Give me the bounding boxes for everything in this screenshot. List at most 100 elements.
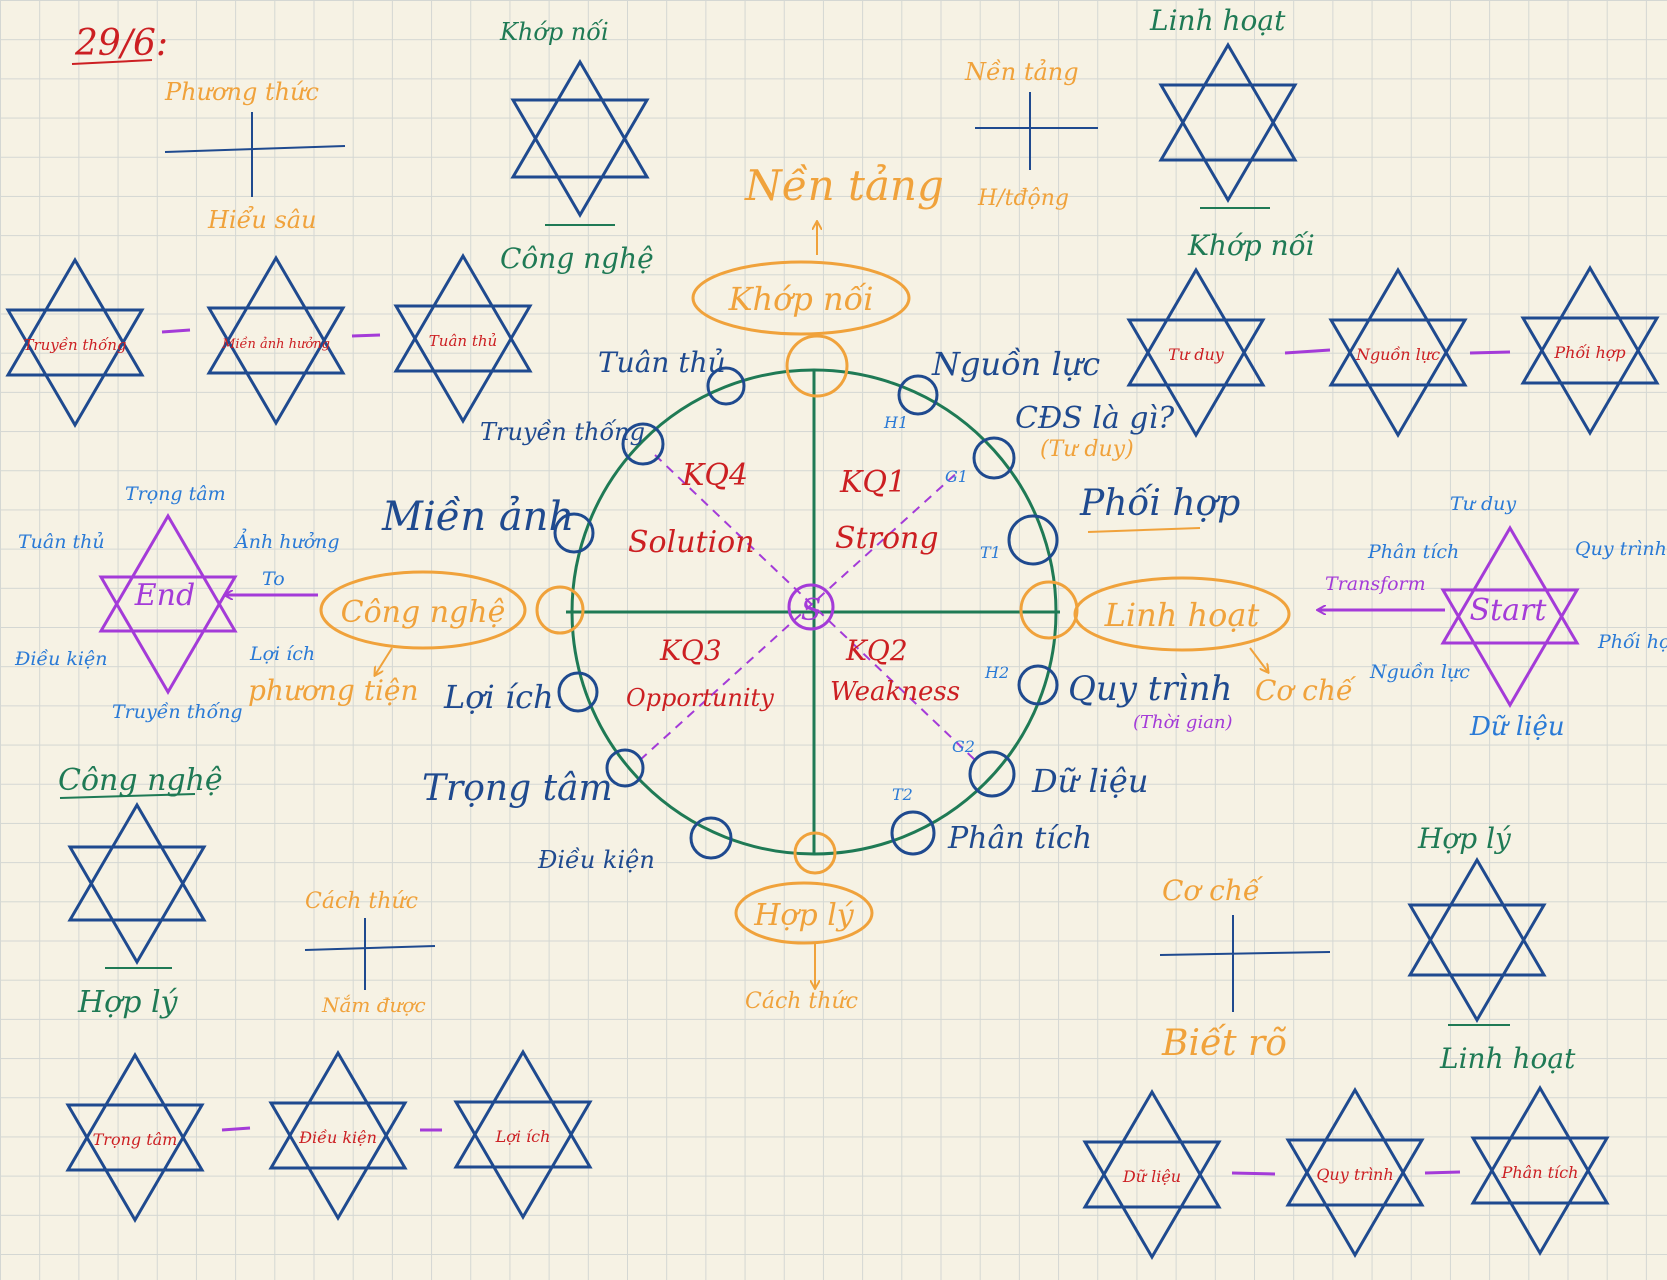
ring-node — [1007, 514, 1059, 566]
ring-label-truyen-thong: Truyền thống — [480, 418, 645, 446]
chain-label: Tư duy — [1168, 345, 1225, 364]
oval-top — [691, 260, 911, 336]
ring-node — [706, 366, 746, 406]
small-label-g2: G2 — [952, 737, 975, 756]
star-top-right-bottom: Khớp nối — [1187, 229, 1315, 262]
star-top-right: Linh hoạt Khớp nối — [1149, 4, 1315, 262]
cross-top-right: Nền tảng H/tđộng — [964, 58, 1098, 211]
start-star-top: Tư duy — [1450, 493, 1516, 515]
ring-label-quy-trinh: Quy trình — [1068, 669, 1232, 709]
star-bottom-left: Công nghệ Hợp lý — [58, 763, 223, 1020]
cross-top-left-top: Phương thức — [164, 78, 319, 106]
end-star-bottom-left: Điều kiện — [14, 648, 107, 670]
chain-star-quy-trinh: Quy trình — [1285, 1087, 1425, 1258]
chain-star-truyen-thong: Truyền thống — [5, 257, 145, 428]
star-bottom-right: Hợp lý Linh hoạt — [1407, 822, 1576, 1075]
chain-label: Lợi ích — [495, 1127, 551, 1146]
chain-label: Tuân thủ — [429, 332, 497, 350]
ring-label-phan-tich: Phân tích — [947, 821, 1092, 856]
ring-node — [621, 422, 665, 466]
ring-node-bottom — [793, 831, 837, 875]
ring-label-cds: CĐS là gì? — [1015, 401, 1175, 436]
q2-name: Weakness — [830, 677, 960, 707]
chain-star-mien-anh-huong: Miền ảnh hưởng — [206, 255, 346, 426]
star-top-center: Khớp nối Công nghệ — [499, 18, 654, 275]
chain-bottom-right: Dữ liệu Quy trình Phân tích — [1082, 1085, 1610, 1260]
ring-node — [553, 512, 595, 554]
chain-star-tuan-thu: Tuân thủ — [393, 253, 533, 424]
q1-name: Strong — [835, 521, 939, 556]
start-star-bottom: Dữ liệu — [1469, 712, 1565, 742]
ring-label-du-lieu: Dữ liệu — [1031, 762, 1148, 800]
q4-code: KQ4 — [681, 458, 748, 493]
q2-code: KQ2 — [845, 634, 908, 667]
ring-label-tu-duy: (Tư duy) — [1040, 437, 1134, 462]
ring-node-top — [785, 334, 849, 398]
star-bottom-left-bottom: Hợp lý — [77, 985, 179, 1020]
end-star-right-sub: To — [262, 568, 285, 590]
star-top-center-top: Khớp nối — [499, 18, 609, 46]
start-star-top-right: Quy trình — [1575, 538, 1667, 560]
start-star-bottom-right: Phối hợp — [1597, 631, 1667, 653]
small-label-h1: H1 — [883, 413, 908, 432]
cross-bottom-center-top: Cách thức — [305, 889, 418, 914]
start-star: Start Tư duy Phân tích Transform Quy trì… — [1318, 493, 1667, 742]
cross-bottom-right-top: Cơ chế — [1162, 874, 1264, 907]
star-bottom-right-bottom: Linh hoạt — [1439, 1042, 1576, 1075]
ring-node — [557, 671, 599, 713]
ring-node — [1017, 664, 1059, 706]
oval-left-label: Công nghệ — [341, 595, 506, 630]
chain-label: Dữ liệu — [1122, 1167, 1181, 1186]
chain-star-loi-ich: Lợi ích — [453, 1049, 593, 1220]
center-s: S — [801, 593, 822, 628]
cross-bottom-center-bottom: Nắm được — [321, 993, 426, 1017]
cross-top-right-top: Nền tảng — [964, 58, 1079, 86]
ring-node — [890, 810, 936, 856]
oval-right — [1073, 576, 1291, 652]
chain-label: Phối hợp — [1553, 343, 1625, 362]
oval-right-label: Linh hoạt — [1104, 596, 1260, 634]
chain-star-du-lieu: Dữ liệu — [1082, 1089, 1222, 1260]
ring-label-nguon-luc: Nguồn lực — [931, 345, 1100, 383]
chain-top-right: Tư duy Nguồn lực Phối hợp — [1126, 265, 1660, 438]
chain-label: Quy trình — [1316, 1165, 1393, 1184]
date-text: 29/6: — [74, 23, 168, 64]
diagonal-2 — [654, 454, 976, 761]
q3-name: Opportunity — [626, 684, 774, 712]
center-s-circle — [787, 583, 835, 631]
ring-node — [968, 750, 1016, 798]
chain-bottom-left: Trọng tâm Điều kiện Lợi ích — [65, 1049, 593, 1223]
chain-label: Nguồn lực — [1355, 345, 1440, 364]
cross-top-right-bottom: H/tđộng — [977, 186, 1069, 211]
cross-top-left-bottom: Hiểu sâu — [207, 205, 317, 234]
chain-star-phan-tich: Phân tích — [1470, 1085, 1610, 1256]
oval-top-above: Nền tảng — [744, 161, 944, 210]
star-top-right-top: Linh hoạt — [1149, 4, 1286, 37]
oval-left-below: phương tiện — [248, 674, 419, 707]
ring-node — [605, 748, 645, 788]
start-star-left-arrow: Transform — [1325, 573, 1426, 595]
ring-label-trong-tam: Trọng tâm — [422, 768, 613, 809]
ring-label-loi-ich: Lợi ích — [443, 678, 554, 716]
ring-label-phoi-hop: Phối hợp — [1079, 483, 1240, 524]
star-bottom-left-top: Công nghệ — [58, 763, 223, 798]
chain-label: Miền ảnh hưởng — [221, 336, 330, 352]
chain-star-trong-tam: Trọng tâm — [65, 1052, 205, 1223]
end-star-top-left: Tuân thủ — [18, 531, 105, 553]
oval-right-below: Cơ chế — [1255, 674, 1357, 707]
chain-star-phoi-hop: Phối hợp — [1520, 265, 1660, 436]
ring-node — [689, 816, 733, 860]
star-bottom-right-top: Hợp lý — [1417, 822, 1512, 855]
q1-code: KQ1 — [839, 465, 906, 500]
ring-label-tuan-thu: Tuân thủ — [598, 346, 726, 379]
end-star-center: End — [134, 578, 195, 613]
small-label-h2: H2 — [984, 663, 1009, 682]
central-diagram: S Khớp nối Nền tảng Công nghệ phương tiệ… — [248, 161, 1357, 1014]
small-label-t1: T1 — [980, 543, 1001, 562]
chain-top-left: Truyền thống Miền ảnh hưởng Tuân thủ — [5, 253, 533, 428]
ring-label-thoi-gian: (Thời gian) — [1133, 712, 1233, 733]
end-star-bottom-right: Lợi ích — [249, 643, 315, 665]
end-star: End Trọng tâm Tuân thủ Ảnh hưởng To Điều… — [14, 483, 340, 723]
chain-label: Truyền thống — [23, 336, 126, 354]
